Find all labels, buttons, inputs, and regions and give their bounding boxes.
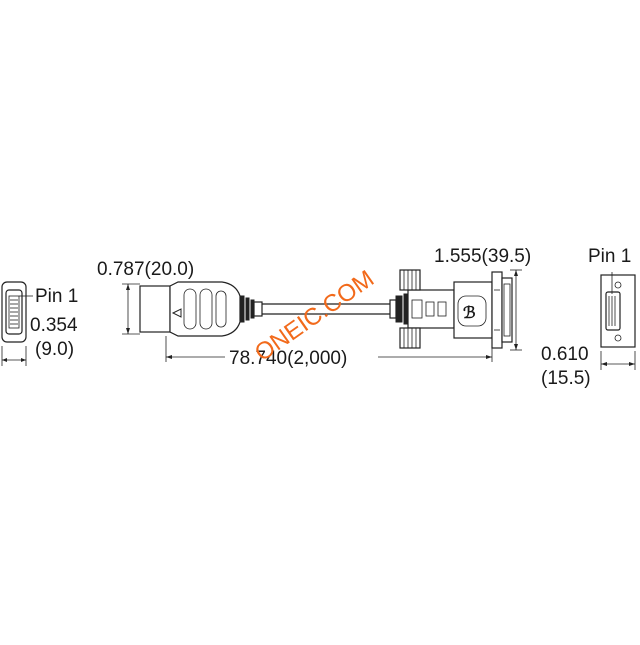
left-width-inch: 0.354	[30, 315, 78, 336]
cable-length-label: 78.740(2,000)	[229, 348, 347, 369]
dvi-logo-glyph: ℬ	[463, 305, 476, 322]
hdmi-height-label: 0.787(20.0)	[97, 259, 194, 280]
right-width-inch: 0.610	[541, 344, 589, 365]
pin1-label-left: Pin 1	[35, 286, 78, 307]
dvi-end-view	[600, 272, 636, 348]
hdmi-end-view	[1, 281, 33, 343]
hdmi-height-dimension	[122, 283, 140, 335]
hdmi-plug	[139, 281, 263, 337]
pin1-label-right: Pin 1	[588, 246, 631, 267]
left-width-dimension	[1, 346, 27, 366]
dvi-width-dimension	[510, 269, 522, 351]
cable	[262, 303, 390, 315]
dvi-plug: ℬ	[389, 269, 513, 349]
dvi-width-label: 1.555(39.5)	[434, 246, 531, 267]
right-width-mm: (15.5)	[541, 368, 591, 389]
cable-length-dimension	[165, 336, 493, 362]
left-width-mm: (9.0)	[35, 339, 74, 360]
right-width-dimension	[600, 351, 636, 370]
